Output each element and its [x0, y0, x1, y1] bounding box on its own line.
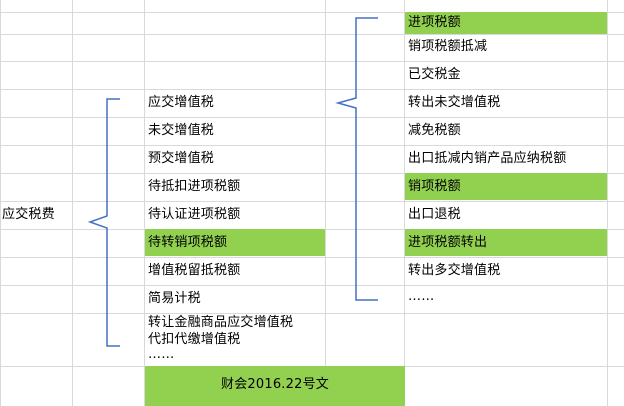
detail-item: 已交税金: [408, 67, 461, 82]
row-gridline: [0, 257, 624, 258]
column-gridline: [72, 0, 73, 406]
row-gridline: [0, 285, 624, 286]
sub-item: 增值税留抵税额: [148, 263, 241, 278]
left-curly-bracket: [87, 98, 120, 347]
detail-item: 减免税额: [408, 123, 461, 138]
right-curly-bracket: [335, 17, 378, 301]
sub-item: 待认证进项税额: [148, 207, 241, 222]
row-gridline: [0, 117, 624, 118]
detail-item: 出口退税: [408, 207, 461, 222]
row-gridline: [0, 173, 624, 174]
column-gridline: [325, 0, 326, 406]
sub-item-highlighted: 待转销项税额: [148, 235, 228, 250]
row-gridline: [0, 12, 624, 13]
footer-note: 财会2016.22号文: [221, 377, 329, 392]
highlight-cell-input-tax-transfer: [405, 229, 607, 256]
detail-item: 出口抵减内销产品应纳税额: [408, 151, 567, 166]
row-gridline: [0, 145, 624, 146]
row-gridline: [0, 313, 624, 314]
detail-item-highlighted: 进项税额: [408, 15, 461, 30]
sub-item: 待抵扣进项税额: [148, 179, 241, 194]
detail-item-ellipsis: ……: [408, 289, 435, 304]
sub-item: 预交增值税: [148, 151, 215, 166]
detail-item: 转出多交增值税: [408, 263, 501, 278]
sub-item: 转让金融商品应交增值税: [148, 315, 294, 330]
sub-item: 简易计税: [148, 291, 201, 306]
column-gridline: [607, 0, 608, 406]
row-gridline: [0, 34, 624, 35]
detail-item-highlighted: 进项税额转出: [408, 235, 488, 250]
row-gridline: [0, 61, 624, 62]
footer-note-cell: [145, 366, 405, 406]
column-gridline: [0, 0, 1, 406]
row-gridline: [0, 89, 624, 90]
column-gridline: [144, 0, 145, 406]
highlight-cell-input-tax: [405, 12, 607, 34]
detail-item-highlighted: 销项税额: [408, 179, 461, 194]
row-gridline: [0, 201, 624, 202]
sub-item: 代扣代缴增值税: [148, 332, 241, 347]
column-gridline: [404, 0, 405, 406]
sub-item: 未交增值税: [148, 123, 215, 138]
detail-item: 销项税额抵减: [408, 39, 488, 54]
sub-item: 应交增值税: [148, 95, 215, 110]
highlight-cell-pending-output-tax: [145, 229, 325, 256]
highlight-cell-output-tax: [405, 173, 607, 200]
sub-item-ellipsis: ……: [148, 347, 175, 362]
detail-item: 转出未交增值税: [408, 95, 501, 110]
root-label: 应交税费: [2, 207, 55, 222]
